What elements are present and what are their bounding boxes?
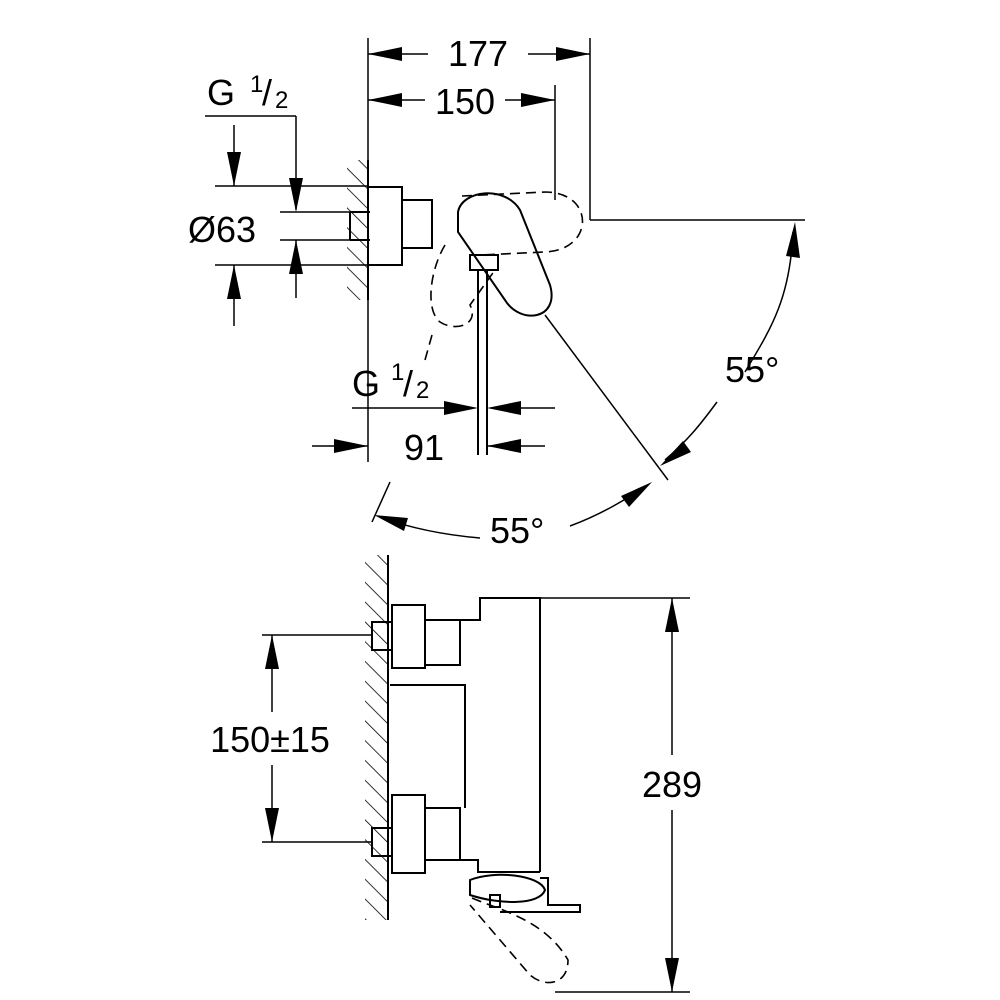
angle-right: 55° — [544, 219, 805, 481]
front-view: 150±15 289 — [210, 555, 702, 993]
label-spacing: 150±15 — [210, 719, 330, 760]
label-diameter: Ø63 — [188, 209, 256, 250]
label-289: 289 — [642, 764, 702, 805]
dimension-91: 91 — [312, 300, 545, 468]
dimension-289: 289 — [540, 597, 702, 993]
label-150: 150 — [435, 81, 495, 122]
dimension-spacing: 150±15 — [210, 634, 372, 843]
angle-bottom: 55° — [371, 481, 652, 551]
thread-top-num: 1 — [250, 71, 263, 98]
thread-label-top: G 1 / 2 — [205, 71, 350, 298]
thread-bottom-slash: / — [403, 363, 413, 404]
thread-top-main: G — [207, 72, 235, 113]
label-angle-right: 55° — [725, 349, 779, 390]
thread-top-slash: / — [262, 72, 272, 113]
label-angle-bottom: 55° — [490, 510, 544, 551]
wall-hatch-bottom — [365, 555, 389, 920]
mixer-body-top — [349, 186, 584, 455]
dimension-177: 177 — [367, 33, 591, 220]
dimension-150: 150 — [368, 81, 556, 200]
label-177: 177 — [448, 33, 508, 74]
thread-bottom-num: 1 — [391, 359, 404, 386]
dimension-diameter: Ø63 — [188, 125, 368, 326]
label-91: 91 — [404, 427, 444, 468]
thread-label-bottom: G 1 / 2 — [352, 359, 555, 415]
top-view: 177 150 G 1 / 2 — [188, 33, 805, 551]
thread-bottom-den: 2 — [416, 377, 429, 404]
mixer-body-front — [371, 597, 581, 984]
thread-bottom-main: G — [352, 363, 380, 404]
thread-top-den: 2 — [275, 87, 288, 114]
